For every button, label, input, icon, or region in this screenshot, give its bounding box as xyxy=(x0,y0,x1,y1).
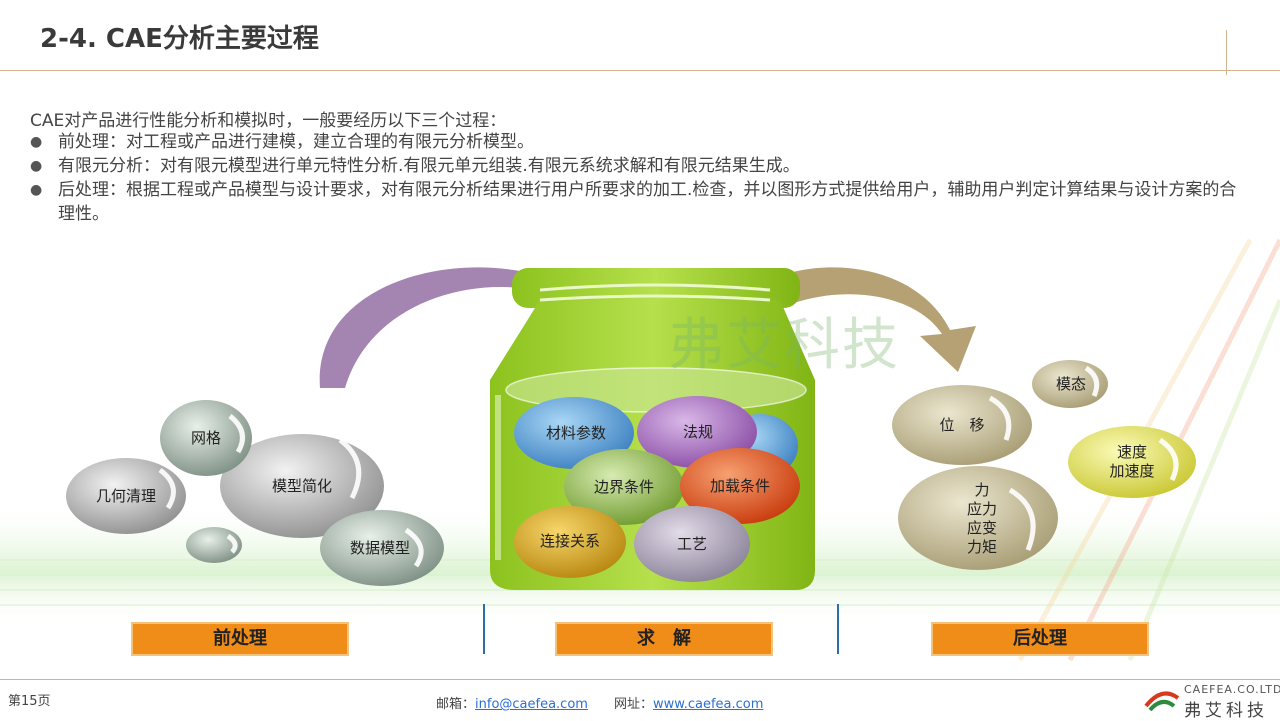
process-bullet-list: 前处理：对工程或产品进行建模，建立合理的有限元分析模型。 有限元分析：对有限元模… xyxy=(30,130,1240,226)
label-velocity: 速度 加速度 xyxy=(1109,443,1155,480)
label-law: 法规 xyxy=(682,422,713,441)
company-logo-icon xyxy=(1144,691,1180,712)
ball-data-model xyxy=(320,510,444,586)
footer-divider xyxy=(0,679,1280,680)
page-number: 第15页 xyxy=(8,694,51,709)
label-data-model: 数据模型 xyxy=(349,538,410,557)
page-title: 2-4. CAE分析主要过程 xyxy=(40,24,319,54)
ball-load xyxy=(680,448,800,524)
title-divider xyxy=(0,70,1280,71)
ball-material xyxy=(514,397,634,469)
label-material: 材料参数 xyxy=(545,423,606,442)
ball-mesh xyxy=(160,400,252,476)
label-process: 工艺 xyxy=(676,534,707,553)
company-name-en: CAEFEA.CO.LTD xyxy=(1184,683,1280,696)
intro-text: CAE对产品进行性能分析和模拟时，一般要经历以下三个过程： xyxy=(30,111,507,131)
bullet-preprocess: 前处理：对工程或产品进行建模，建立合理的有限元分析模型。 xyxy=(30,130,1240,154)
ball-contact xyxy=(514,506,626,578)
label-displacement: 位 移 xyxy=(939,415,985,434)
process-diagram xyxy=(0,238,1280,662)
label-contact: 连接关系 xyxy=(539,531,600,550)
stage-preprocess: 前处理 xyxy=(131,622,349,656)
footer-website: 网址：www.caefea.com xyxy=(614,693,763,712)
stage-postprocess: 后处理 xyxy=(931,622,1149,656)
label-modal: 模态 xyxy=(1055,374,1086,393)
label-model-simplify: 模型简化 xyxy=(271,476,332,495)
web-link[interactable]: www.caefea.com xyxy=(653,697,764,712)
title-corner-line xyxy=(1226,30,1227,75)
watermark: 弗艾科技 xyxy=(668,313,900,378)
ball-highlights xyxy=(158,365,1179,568)
label-geometry-cleanup: 几何清理 xyxy=(95,486,156,505)
email-link[interactable]: info@caefea.com xyxy=(475,697,588,712)
email-label: 邮箱： xyxy=(436,697,476,712)
ball-geometry-cleanup xyxy=(66,458,186,534)
label-mesh: 网格 xyxy=(190,428,221,447)
label-boundary: 边界条件 xyxy=(593,477,654,496)
ball-force xyxy=(898,466,1058,570)
ball-boundary xyxy=(564,449,684,525)
ball-model-simplify xyxy=(220,434,384,538)
bullet-fea: 有限元分析：对有限元模型进行单元特性分析.有限元单元组装.有限元系统求解和有限元… xyxy=(30,154,1240,178)
stage-solve: 求 解 xyxy=(555,622,773,656)
web-label: 网址： xyxy=(614,697,654,712)
bullet-postprocess: 后处理：根据工程或产品模型与设计要求，对有限元分析结果进行用户所要求的加工.检查… xyxy=(30,178,1240,226)
label-force: 力 应力 应变 力矩 xyxy=(966,481,997,556)
company-name-cn: 弗艾科技 xyxy=(1184,701,1268,721)
footer-email: 邮箱：info@caefea.com xyxy=(436,693,588,712)
ball-process xyxy=(634,506,750,582)
label-load: 加载条件 xyxy=(709,476,770,495)
